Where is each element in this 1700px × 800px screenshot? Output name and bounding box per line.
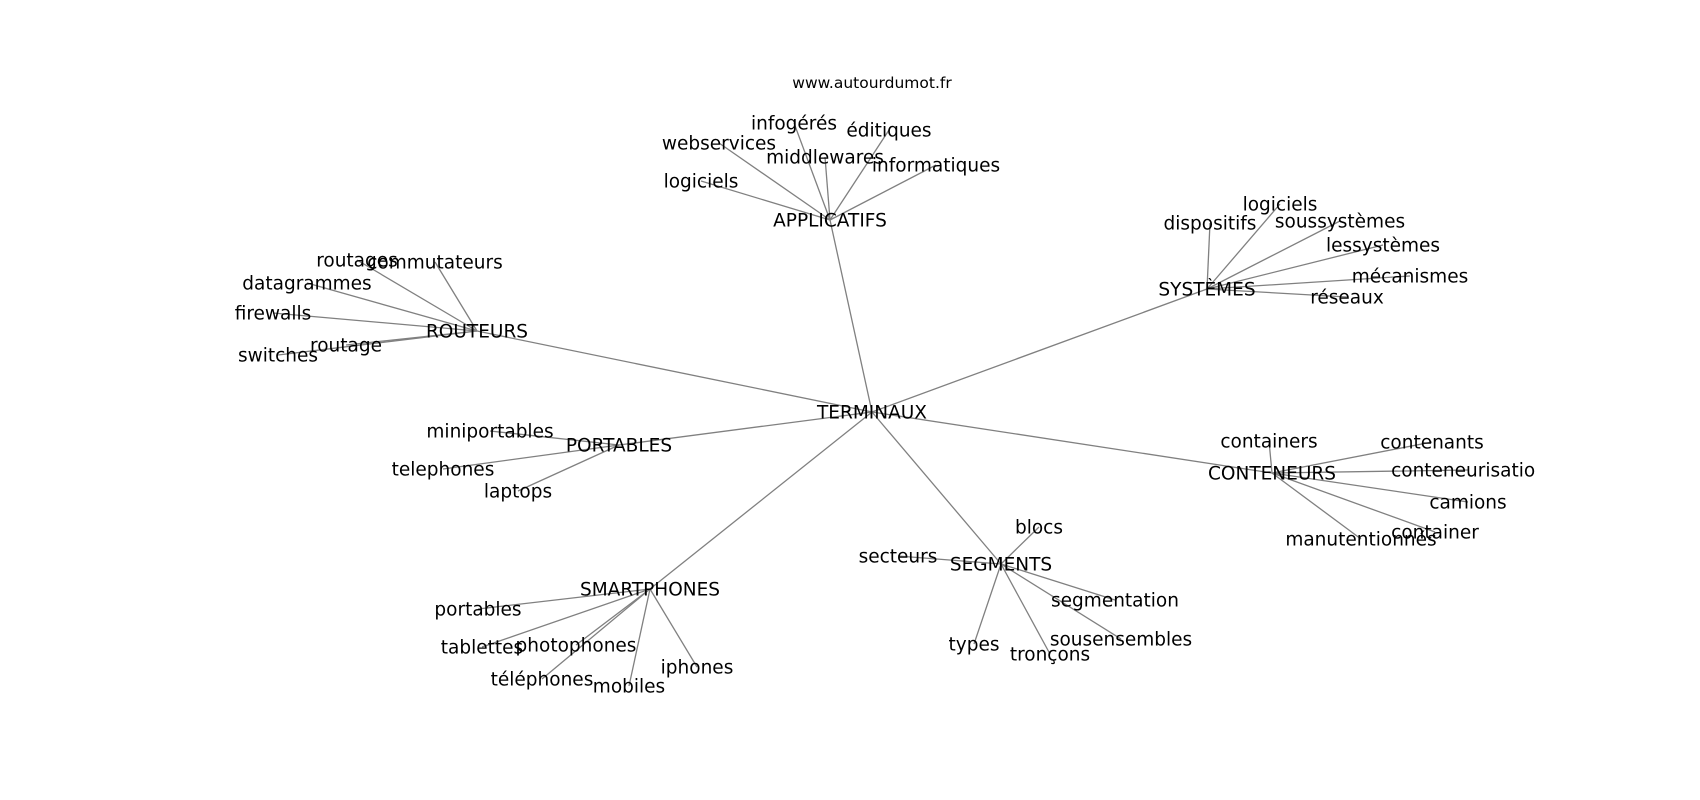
edge-segments-leaf-1 — [897, 555, 1002, 565]
hub-node-routeurs: ROUTEURS — [426, 322, 528, 343]
leaf-node-smartphones-2: photophones — [516, 636, 637, 657]
leaf-node-applicatifs-0: infogérés — [751, 114, 837, 135]
leaf-node-routeurs-2: datagrammes — [242, 274, 371, 295]
leaf-node-routeurs-1: commutateurs — [367, 253, 502, 274]
leaf-node-conteneurs-1: contenants — [1380, 433, 1484, 454]
hub-node-segments: SEGMENTS — [950, 555, 1052, 576]
leaf-node-segments-4: types — [949, 635, 1000, 656]
hub-node-conteneurs: CONTENEURS — [1208, 464, 1336, 485]
leaf-node-segments-5: tronçons — [1010, 645, 1090, 666]
edge-routeurs-leaf-5 — [277, 330, 478, 356]
leaf-node-smartphones-0: portables — [434, 600, 521, 621]
graph-labels: TERMINAUX APPLICATIFS infogérés éditiques we… — [235, 114, 1547, 698]
leaf-node-applicatifs-1: éditiques — [846, 121, 931, 142]
edge-systemes-leaf-5 — [1206, 288, 1348, 298]
leaf-node-systemes-1: soussystèmes — [1275, 212, 1405, 233]
leaf-node-applicatifs-2: webservices — [662, 134, 776, 155]
edge-conteneurs-leaf-3 — [1271, 472, 1469, 503]
edge-systemes-leaf-2 — [1206, 222, 1211, 290]
leaf-node-routeurs-5: switches — [238, 346, 318, 367]
edge-portables-leaf-0 — [489, 430, 620, 446]
edge-systemes-leaf-4 — [1206, 275, 1411, 290]
leaf-node-smartphones-4: mobiles — [593, 677, 665, 698]
source-credit: www.autourdumot.fr — [792, 74, 952, 92]
edge-applicatifs-leaf-4 — [829, 164, 937, 221]
leaf-node-systemes-3: lessystèmes — [1326, 236, 1440, 257]
edge-root-systemes — [871, 288, 1208, 413]
edge-applicatifs-leaf-0 — [793, 122, 831, 221]
edge-segments-leaf-0 — [1000, 526, 1040, 565]
leaf-node-routeurs-0: routages — [316, 251, 398, 272]
edge-applicatifs-leaf-3 — [824, 156, 831, 221]
edge-applicatifs-leaf-2 — [718, 142, 831, 221]
leaf-node-applicatifs-4: informatiques — [872, 156, 1000, 177]
hub-node-portables: PORTABLES — [566, 436, 672, 457]
edge-systemes-leaf-3 — [1206, 244, 1384, 290]
leaf-node-segments-3: sousensembles — [1050, 630, 1192, 651]
graph-edges — [272, 122, 1470, 687]
leaf-node-portables-2: laptops — [484, 482, 552, 503]
leaf-node-segments-1: secteurs — [859, 547, 938, 568]
leaf-node-smartphones-5: iphones — [661, 658, 734, 679]
leaf-node-routeurs-4: routage — [310, 336, 382, 357]
leaf-node-conteneurs-4: container — [1391, 523, 1479, 544]
edge-applicatifs-leaf-1 — [829, 129, 890, 221]
leaf-node-conteneurs-2: conteneurisation — [1391, 461, 1547, 482]
leaf-node-systemes-0: logiciels — [1243, 195, 1318, 216]
leaf-node-smartphones-3: téléphones — [491, 670, 594, 691]
edge-routeurs-leaf-1 — [434, 261, 478, 332]
hub-node-smartphones: SMARTPHONES — [580, 580, 720, 601]
edge-smartphones-leaf-5 — [649, 588, 698, 668]
edge-conteneurs-leaf-1 — [1271, 441, 1433, 474]
leaf-node-systemes-4: mécanismes — [1352, 267, 1468, 288]
edge-segments-leaf-4 — [973, 563, 1002, 645]
hub-node-applicatifs: APPLICATIFS — [773, 211, 887, 232]
leaf-node-systemes-2: dispositifs — [1164, 214, 1257, 235]
edge-conteneurs-leaf-0 — [1268, 440, 1273, 474]
edge-root-segments — [871, 411, 1002, 565]
edge-smartphones-leaf-3 — [541, 588, 651, 680]
leaf-node-portables-1: telephones — [392, 460, 495, 481]
edge-conteneurs-leaf-2 — [1271, 469, 1470, 474]
edge-segments-leaf-3 — [1000, 563, 1122, 640]
leaf-node-portables-0: miniportables — [426, 422, 553, 443]
edge-root-conteneurs — [871, 411, 1273, 474]
edge-routeurs-leaf-3 — [272, 312, 478, 332]
hub-node-systemes: SYSTÈMES — [1158, 279, 1255, 301]
leaf-node-segments-2: segmentation — [1051, 591, 1179, 612]
edge-segments-leaf-2 — [1000, 563, 1116, 601]
leaf-node-applicatifs-5: logiciels — [664, 172, 739, 193]
edge-routeurs-leaf-2 — [306, 282, 478, 332]
edge-smartphones-leaf-4 — [628, 588, 651, 687]
edge-segments-leaf-5 — [1000, 563, 1051, 655]
edge-applicatifs-leaf-5 — [700, 180, 831, 221]
edge-portables-leaf-2 — [517, 444, 620, 492]
leaf-node-conteneurs-0: containers — [1220, 432, 1317, 453]
edge-systemes-leaf-0 — [1206, 203, 1281, 290]
edge-systemes-leaf-1 — [1206, 220, 1341, 290]
leaf-node-segments-0: blocs — [1015, 518, 1063, 539]
edge-root-routeurs — [476, 330, 873, 413]
edge-smartphones-leaf-2 — [575, 588, 651, 646]
leaf-node-conteneurs-3: camions — [1429, 493, 1506, 514]
edge-conteneurs-leaf-5 — [1271, 472, 1362, 540]
leaf-node-conteneurs-5: manutentionnés — [1285, 530, 1436, 551]
edge-conteneurs-leaf-4 — [1271, 472, 1436, 533]
edge-root-smartphones — [649, 411, 873, 590]
edge-smartphones-leaf-0 — [477, 588, 651, 610]
edge-smartphones-leaf-1 — [481, 588, 651, 648]
edge-root-applicatifs — [829, 219, 873, 413]
edge-routeurs-leaf-0 — [356, 259, 478, 332]
edge-portables-leaf-1 — [442, 444, 620, 470]
leaf-node-systemes-5: réseaux — [1310, 288, 1384, 309]
leaf-node-smartphones-1: tablettes — [441, 638, 523, 659]
edge-root-portables — [618, 411, 873, 446]
leaf-node-applicatifs-3: middlewares — [766, 148, 884, 169]
leaf-node-routeurs-3: firewalls — [235, 304, 312, 325]
root-node-label: TERMINAUX — [816, 403, 927, 424]
